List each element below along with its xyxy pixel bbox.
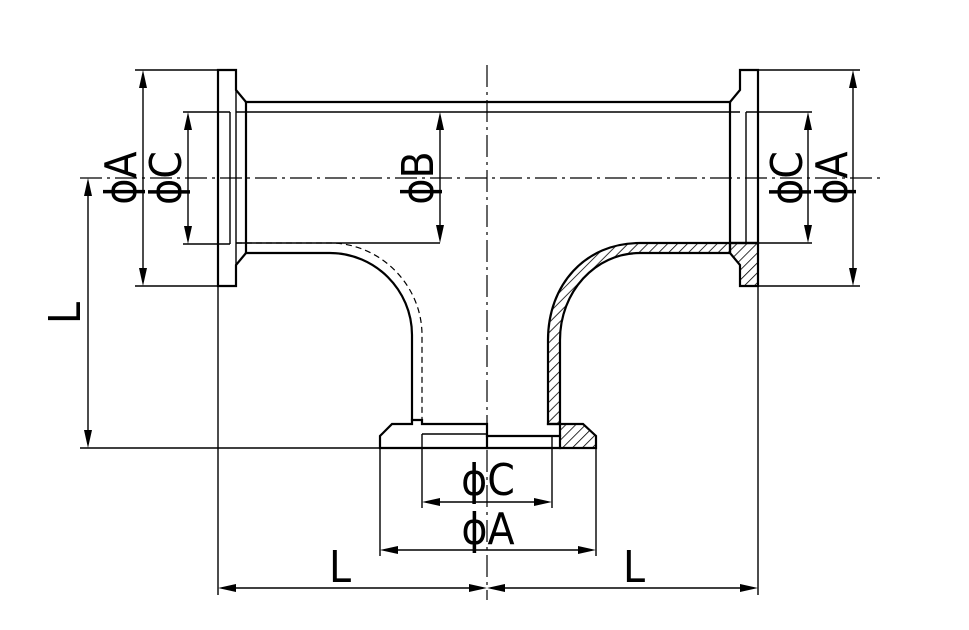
- label-height: L: [40, 302, 91, 324]
- dimension-lines: [84, 70, 857, 592]
- run-pipe: [236, 100, 740, 422]
- label-right-flange-outer: ϕA: [807, 151, 858, 204]
- label-left-flange-inner: ϕC: [141, 151, 192, 205]
- branch-section-right: [546, 241, 732, 426]
- label-length-right: L: [623, 542, 645, 593]
- label-bottom-flange-outer: ϕA: [461, 504, 514, 555]
- label-left-flange-outer: ϕA: [96, 151, 147, 204]
- label-length-left: L: [329, 542, 351, 593]
- label-right-flange-inner: ϕC: [762, 151, 813, 205]
- label-bottom-flange-inner: ϕC: [461, 455, 515, 506]
- label-bore: ϕB: [393, 151, 444, 204]
- extension-lines: [80, 69, 860, 595]
- dimension-labels: ϕA ϕC ϕB ϕC ϕA L ϕC ϕA L L: [40, 151, 858, 593]
- bottom-flange: [378, 418, 598, 450]
